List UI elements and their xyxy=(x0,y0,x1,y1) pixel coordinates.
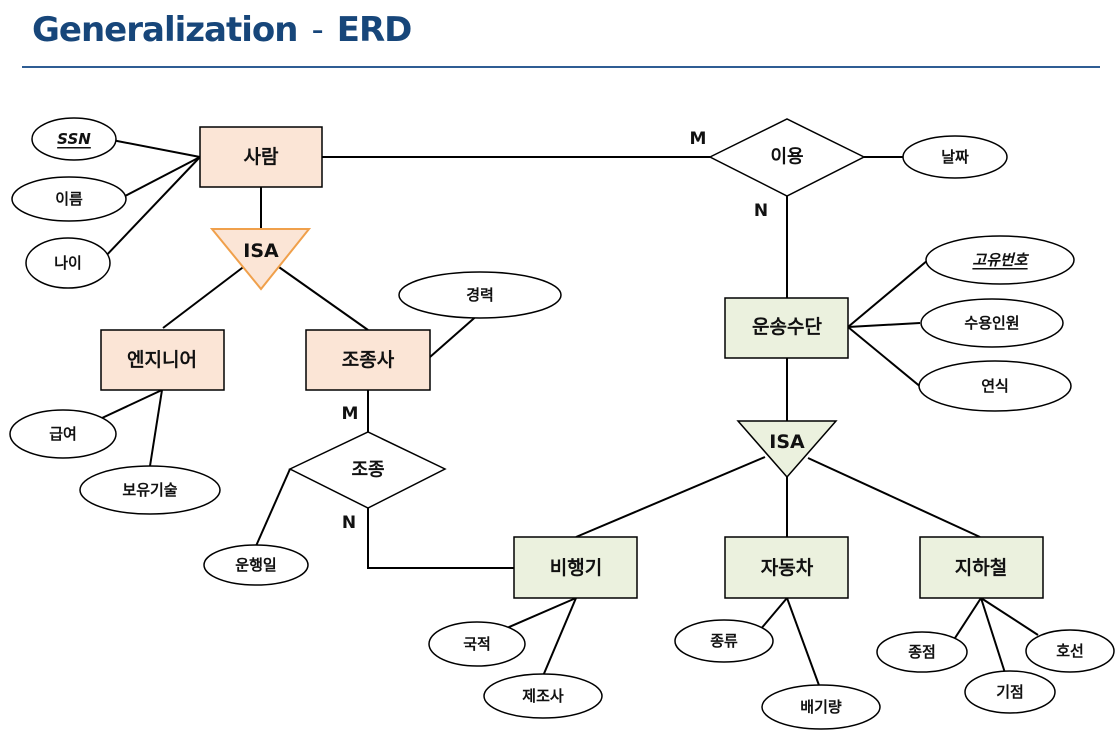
title-main: Generalization xyxy=(32,10,298,50)
edge-engineer-salary xyxy=(101,389,163,419)
entity-pilot: 조종사 xyxy=(305,329,431,391)
cardinality-pilot-pilot: M xyxy=(342,404,359,424)
attr-manufacturer: 제조사 xyxy=(483,673,603,719)
entity-car: 자동차 xyxy=(724,536,849,599)
attr-displacement-label: 배기량 xyxy=(800,698,842,716)
entity-engineer: 엔지니어 xyxy=(100,329,225,391)
entity-vehicle-label: 운송수단 xyxy=(752,316,822,338)
edge-subway-line xyxy=(980,597,1039,636)
isa-vehicle-label: ISA xyxy=(769,431,805,453)
entity-subway-label: 지하철 xyxy=(955,557,1007,579)
attr-model-year-label: 연식 xyxy=(981,377,1009,395)
isa-person-label: ISA xyxy=(243,240,279,262)
cardinality-use-person: M xyxy=(690,129,707,149)
edge-vehicle-modelyear xyxy=(847,326,923,389)
entity-car-label: 자동차 xyxy=(761,557,814,579)
edge-airplane-manufacturer xyxy=(542,597,577,677)
relationship-use-label: 이용 xyxy=(770,147,803,168)
title-sub: ERD xyxy=(336,10,413,50)
attr-salary: 급여 xyxy=(9,409,117,459)
attr-displacement: 배기량 xyxy=(761,684,881,730)
edge-ssn-person xyxy=(111,139,201,158)
cardinality-use-vehicle: N xyxy=(754,201,768,221)
attr-vehicle-id: 고유번호 xyxy=(925,235,1075,285)
edge-isa-pilot xyxy=(275,264,369,331)
attr-name-label: 이름 xyxy=(55,190,83,208)
relationship-pilot: 조종 xyxy=(288,431,447,509)
attr-skill-label: 보유기술 xyxy=(122,481,177,499)
entity-subway: 지하철 xyxy=(919,536,1044,599)
edge-relation-airplane xyxy=(367,508,514,569)
attr-salary-label: 급여 xyxy=(49,425,77,443)
edge-subway-origin xyxy=(980,597,1007,677)
edge-car-displacement xyxy=(786,597,821,689)
edge-engineer-skill xyxy=(149,389,163,467)
edge-name-person xyxy=(124,156,201,197)
attr-date: 날짜 xyxy=(902,135,1008,179)
edge-isa-engineer xyxy=(162,264,247,329)
attr-line: 호선 xyxy=(1025,629,1115,673)
attr-career-label: 경력 xyxy=(466,286,494,304)
attr-model-year: 연식 xyxy=(918,360,1072,412)
entity-vehicle: 운송수단 xyxy=(724,297,849,359)
edge-car-kind xyxy=(759,597,788,631)
attr-ssn: SSN xyxy=(31,117,117,161)
edge-career-pilot xyxy=(429,312,481,358)
attr-career: 경력 xyxy=(398,271,562,319)
attr-manufacturer-label: 제조사 xyxy=(522,687,564,705)
attr-ssn-label: SSN xyxy=(57,130,91,148)
entity-person: 사람 xyxy=(199,126,323,188)
attr-kind-label: 종류 xyxy=(710,632,738,650)
isa-vehicle: ISA xyxy=(736,420,838,479)
attr-flight-day: 운행일 xyxy=(203,544,309,586)
title-separator: - xyxy=(311,10,323,50)
edge-relation-flightday xyxy=(255,468,291,547)
attr-origin: 기점 xyxy=(964,670,1056,714)
entity-engineer-label: 엔지니어 xyxy=(127,349,197,371)
edge-isa-subway xyxy=(807,457,981,538)
entity-airplane-label: 비행기 xyxy=(550,557,602,579)
attr-line-label: 호선 xyxy=(1056,642,1084,660)
attr-age: 나이 xyxy=(25,237,111,289)
entity-person-label: 사람 xyxy=(244,146,279,168)
edge-isa-airplane xyxy=(575,456,766,538)
title-rule xyxy=(22,66,1100,68)
attr-capacity: 수용인원 xyxy=(920,298,1064,348)
page-title: Generalization-ERD xyxy=(32,10,413,50)
attr-name: 이름 xyxy=(11,176,127,222)
attr-kind: 종류 xyxy=(674,619,774,663)
attr-vehicle-id-label: 고유번호 xyxy=(972,251,1029,269)
entity-airplane: 비행기 xyxy=(513,536,638,599)
entity-pilot-label: 조종사 xyxy=(342,349,395,371)
edge-age-person xyxy=(101,156,201,261)
attr-terminal: 종점 xyxy=(876,631,968,673)
attr-nationality: 국적 xyxy=(428,621,526,667)
attr-date-label: 날짜 xyxy=(941,148,969,166)
relationship-use: 이용 xyxy=(708,118,866,197)
attr-capacity-label: 수용인원 xyxy=(964,314,1019,332)
edge-vehicle-capacity xyxy=(847,322,921,328)
isa-person: ISA xyxy=(209,228,312,291)
attr-nationality-label: 국적 xyxy=(463,635,491,653)
edge-vehicle-id xyxy=(847,259,929,328)
attr-flight-day-label: 운행일 xyxy=(235,556,276,574)
edge-subway-terminal xyxy=(954,597,982,639)
cardinality-pilot-airplane: N xyxy=(342,513,356,533)
attr-origin-label: 기점 xyxy=(996,683,1024,701)
relationship-pilot-label: 조종 xyxy=(351,460,384,481)
attr-skill: 보유기술 xyxy=(79,465,221,515)
attr-age-label: 나이 xyxy=(54,254,82,272)
attr-terminal-label: 종점 xyxy=(908,643,936,661)
edges xyxy=(101,139,1039,689)
